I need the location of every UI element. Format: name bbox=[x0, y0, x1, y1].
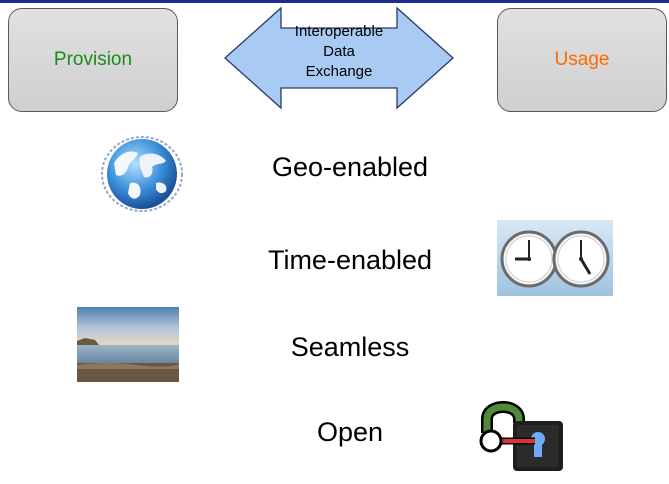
provision-box: Provision bbox=[8, 8, 178, 112]
exchange-line-2: Data bbox=[323, 43, 355, 60]
feature-label-time: Time-enabled bbox=[267, 245, 433, 275]
exchange-line-1: Interoperable bbox=[294, 23, 384, 40]
feature-label-open: Open bbox=[316, 417, 384, 447]
exchange-line-3: Exchange bbox=[305, 63, 373, 80]
interoperable-exchange-arrow bbox=[224, 6, 454, 110]
seascape-photo bbox=[77, 307, 179, 382]
feature-label-geo: Geo-enabled bbox=[271, 152, 429, 182]
exchange-arrow-text: Interoperable Data Exchange bbox=[270, 22, 408, 82]
usage-label: Usage bbox=[554, 49, 610, 70]
open-padlock-icon bbox=[479, 401, 563, 471]
top-border bbox=[0, 0, 669, 3]
globe-icon bbox=[101, 136, 183, 212]
provision-label: Provision bbox=[53, 49, 133, 70]
clocks-icon bbox=[497, 220, 613, 296]
usage-box: Usage bbox=[497, 8, 667, 112]
feature-label-seamless: Seamless bbox=[290, 332, 410, 362]
